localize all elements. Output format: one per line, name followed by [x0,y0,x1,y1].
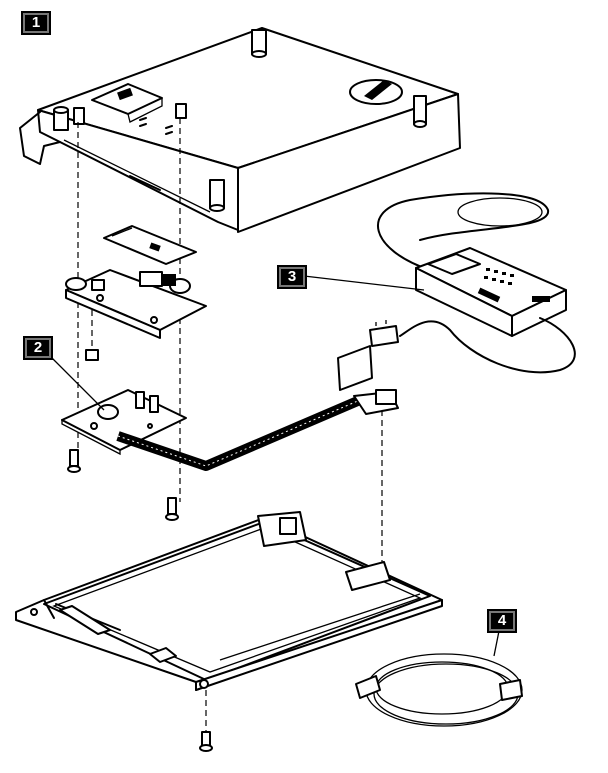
ac-adapter [369,192,576,374]
ribbon-cable [116,389,399,471]
top-cover [19,27,461,233]
circuit-board [61,389,187,456]
callout-3: 3 [277,265,307,289]
card-holder [65,269,207,339]
screws [67,449,213,752]
callout-1: 1 [21,11,51,35]
coiled-cable [355,653,523,727]
cover-feet [53,29,427,212]
callout-4: 4 [487,609,517,633]
base-frame [15,511,443,691]
label-card [103,225,197,265]
callout-2: 2 [23,336,53,360]
label-plate [337,345,373,391]
